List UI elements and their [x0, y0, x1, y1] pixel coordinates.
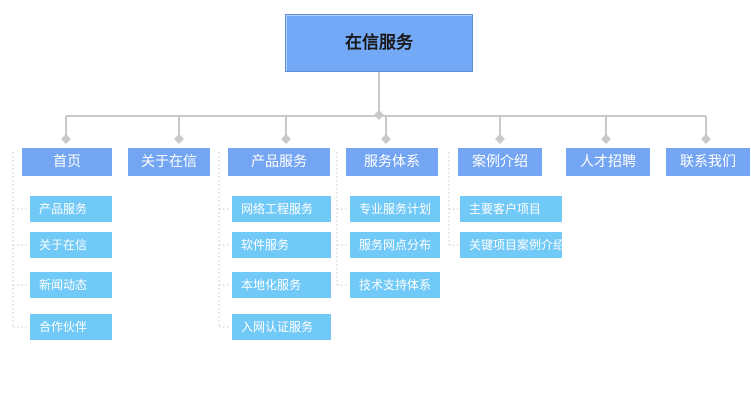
node-l2-products[interactable]: 产品服务 — [228, 148, 330, 176]
node-l2-careers[interactable]: 人才招聘 — [566, 148, 650, 176]
drop-diamond-contact — [701, 134, 711, 144]
root-node-title[interactable]: 在信服务 — [285, 14, 473, 72]
drop-diamond-home — [61, 134, 71, 144]
node-l2-about[interactable]: 关于在信 — [128, 148, 210, 176]
drop-diamond-products — [281, 134, 291, 144]
node-l3-cases-1[interactable]: 关键项目案例介绍 — [460, 232, 565, 258]
drop-diamond-cases — [495, 134, 505, 144]
node-l3-home-2[interactable]: 新闻动态 — [30, 272, 112, 298]
node-l3-products-2[interactable]: 本地化服务 — [232, 272, 331, 298]
node-l3-service-system-2[interactable]: 技术支持体系 — [350, 272, 440, 298]
node-l3-cases-0[interactable]: 主要客户项目 — [460, 196, 562, 222]
node-l3-home-1[interactable]: 关于在信 — [30, 232, 112, 258]
root-stem-diamond — [374, 110, 384, 120]
node-l3-products-1[interactable]: 软件服务 — [232, 232, 331, 258]
drop-diamond-service-system — [381, 134, 391, 144]
drop-diamond-careers — [601, 134, 611, 144]
drop-diamond-about — [174, 134, 184, 144]
node-l3-products-3[interactable]: 入网认证服务 — [232, 314, 331, 340]
node-l3-home-0[interactable]: 产品服务 — [30, 196, 112, 222]
node-l3-products-0[interactable]: 网络工程服务 — [232, 196, 331, 222]
node-l3-home-3[interactable]: 合作伙伴 — [30, 314, 112, 340]
node-l2-cases[interactable]: 案例介绍 — [458, 148, 542, 176]
node-l2-home[interactable]: 首页 — [22, 148, 112, 176]
node-l3-service-system-1[interactable]: 服务网点分布 — [350, 232, 440, 258]
node-l2-service-system[interactable]: 服务体系 — [346, 148, 438, 176]
node-l3-service-system-0[interactable]: 专业服务计划 — [350, 196, 440, 222]
node-l2-contact[interactable]: 联系我们 — [666, 148, 750, 176]
